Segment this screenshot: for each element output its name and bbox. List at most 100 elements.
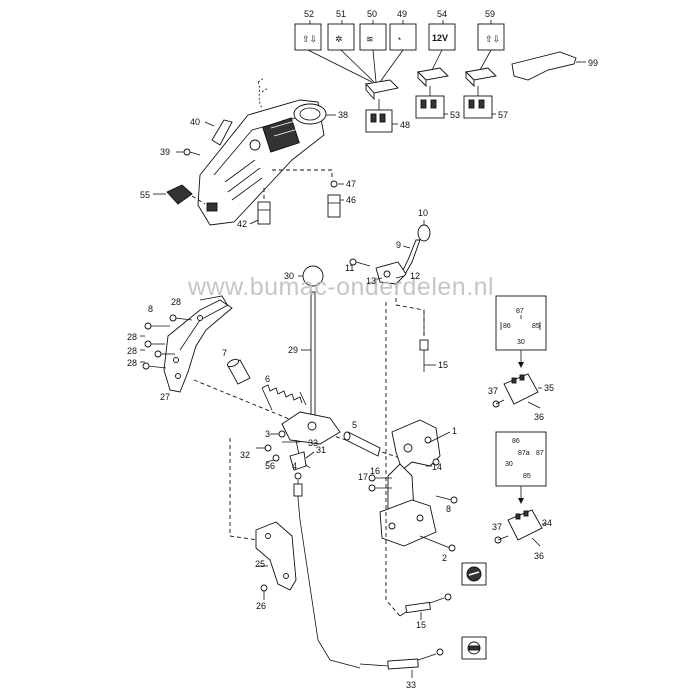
callout-3: 3: [265, 429, 270, 439]
relay-diagram-bottom: 86 87a 87 30 85: [495, 431, 547, 504]
icon-box-49: 49 ◔: [389, 9, 417, 51]
callout-12: 12: [410, 271, 420, 281]
callout-15-lower: 15: [416, 620, 426, 630]
callout-53: 53: [450, 110, 460, 120]
callout-labels: 99 38 40 39 48 53 57 47 46 55 42 10 9 11…: [127, 58, 598, 690]
shift-cable-15-upper: [385, 302, 436, 617]
callout-37-b: 37: [492, 522, 502, 532]
callout-11: 11: [345, 263, 354, 273]
callout-15-upper: 15: [438, 360, 448, 370]
callout-34: 34: [542, 518, 552, 528]
callout-51: 51: [336, 9, 346, 19]
work-light-icon: ✲: [335, 34, 343, 44]
callout-40: 40: [190, 117, 200, 127]
updown-arrow-icon: ⇧⇩: [302, 34, 317, 44]
relay-34: [494, 509, 546, 547]
top-icon-row: 52 ⇧⇩ 51 ✲ 50 ≋ 49 ◔ 54 12V: [294, 9, 505, 83]
callout-6: 6: [265, 374, 270, 384]
spring-6: [261, 384, 307, 411]
relay-pin-85: 85: [532, 323, 540, 330]
callout-8-top: 8: [148, 304, 153, 314]
callout-42: 42: [237, 219, 247, 229]
callout-30: 30: [284, 271, 294, 281]
callout-57: 57: [498, 110, 508, 120]
gear-lever-top: [257, 77, 269, 109]
relay-pin-87: 87: [516, 308, 524, 315]
callout-47: 47: [346, 179, 356, 189]
callout-16: 16: [370, 466, 380, 476]
axis-dash-left: [193, 379, 317, 431]
trim-clip-40: [204, 119, 233, 146]
relay-pin-87: 87: [536, 450, 544, 457]
icon-box-52: 52 ⇧⇩: [294, 9, 322, 51]
support-bracket-25: [229, 438, 297, 600]
callout-28-a: 28: [171, 297, 181, 307]
callout-32: 32: [240, 450, 250, 460]
icon-box-59: 59 ⇧⇩: [477, 9, 505, 51]
icon-box-54: 54 12V: [428, 9, 456, 51]
relay-pin-87a: 87a: [518, 450, 530, 457]
callout-1: 1: [452, 426, 457, 436]
callout-27: 27: [160, 392, 170, 402]
callout-4: 4: [292, 461, 297, 471]
pivot-plate: [281, 411, 341, 469]
icon-box-50: 50 ≋: [359, 9, 387, 51]
relay-pin-30: 30: [505, 461, 513, 468]
shift-cables-lower: [297, 497, 452, 678]
callout-36-b: 36: [534, 551, 544, 561]
callout-39: 39: [160, 147, 170, 157]
removal-tool-99: [511, 51, 586, 81]
callout-35: 35: [544, 383, 554, 393]
callout-28-d: 28: [127, 358, 137, 368]
callout-10: 10: [418, 208, 428, 218]
callout-50: 50: [367, 9, 377, 19]
screw-39: [176, 148, 201, 156]
sleeve-5: [343, 431, 381, 457]
callout-33-b: 33: [406, 680, 416, 690]
updown-arrow-icon: ⇧⇩: [485, 34, 500, 44]
callout-99: 99: [588, 58, 598, 68]
callout-13: 13: [366, 276, 376, 286]
power-12v-icon: 12V: [432, 33, 448, 43]
callout-8-bottom: 8: [446, 504, 451, 514]
callout-46: 46: [346, 195, 356, 205]
cable-icons: [461, 562, 487, 660]
icon-box-51: 51 ✲: [327, 9, 355, 51]
callout-31: 31: [316, 445, 326, 455]
gauge-icon: ◔: [396, 34, 401, 44]
socket-46-47: [272, 169, 344, 218]
callout-2: 2: [442, 553, 447, 563]
callout-54: 54: [437, 9, 447, 19]
shift-rod-29: [298, 265, 324, 423]
console-panel-38: [197, 99, 336, 226]
callout-29: 29: [288, 345, 298, 355]
callout-28-c: 28: [127, 346, 137, 356]
bracket-bolts: [368, 458, 458, 552]
callout-55: 55: [140, 190, 150, 200]
key-switch-42: [249, 188, 271, 225]
callout-37-a: 37: [488, 386, 498, 396]
callout-9: 9: [396, 240, 401, 250]
bolts-28: [140, 314, 193, 370]
callout-7: 7: [222, 348, 227, 358]
relay-pin-86: 86: [503, 323, 511, 330]
relay-diagram-top: 87 86 85 30: [495, 295, 547, 368]
relay-35: [492, 373, 542, 409]
relay-pin-85: 85: [523, 473, 531, 480]
callout-48: 48: [400, 120, 410, 130]
shift-bracket-1: [379, 419, 451, 547]
relay-pin-30: 30: [517, 339, 525, 346]
callout-36-a: 36: [534, 412, 544, 422]
callout-5: 5: [352, 420, 357, 430]
callout-59: 59: [485, 9, 495, 19]
watermark-text: www.bumac-onderdelen.nl: [187, 273, 494, 301]
switch-55: [153, 184, 206, 205]
callout-14: 14: [432, 462, 442, 472]
mounting-bracket-27: [163, 295, 233, 393]
callout-17: 17: [358, 472, 368, 482]
small-fasteners: [256, 430, 315, 498]
callout-52: 52: [304, 9, 314, 19]
rocker-switches: [365, 67, 497, 133]
callout-56: 56: [265, 461, 275, 471]
